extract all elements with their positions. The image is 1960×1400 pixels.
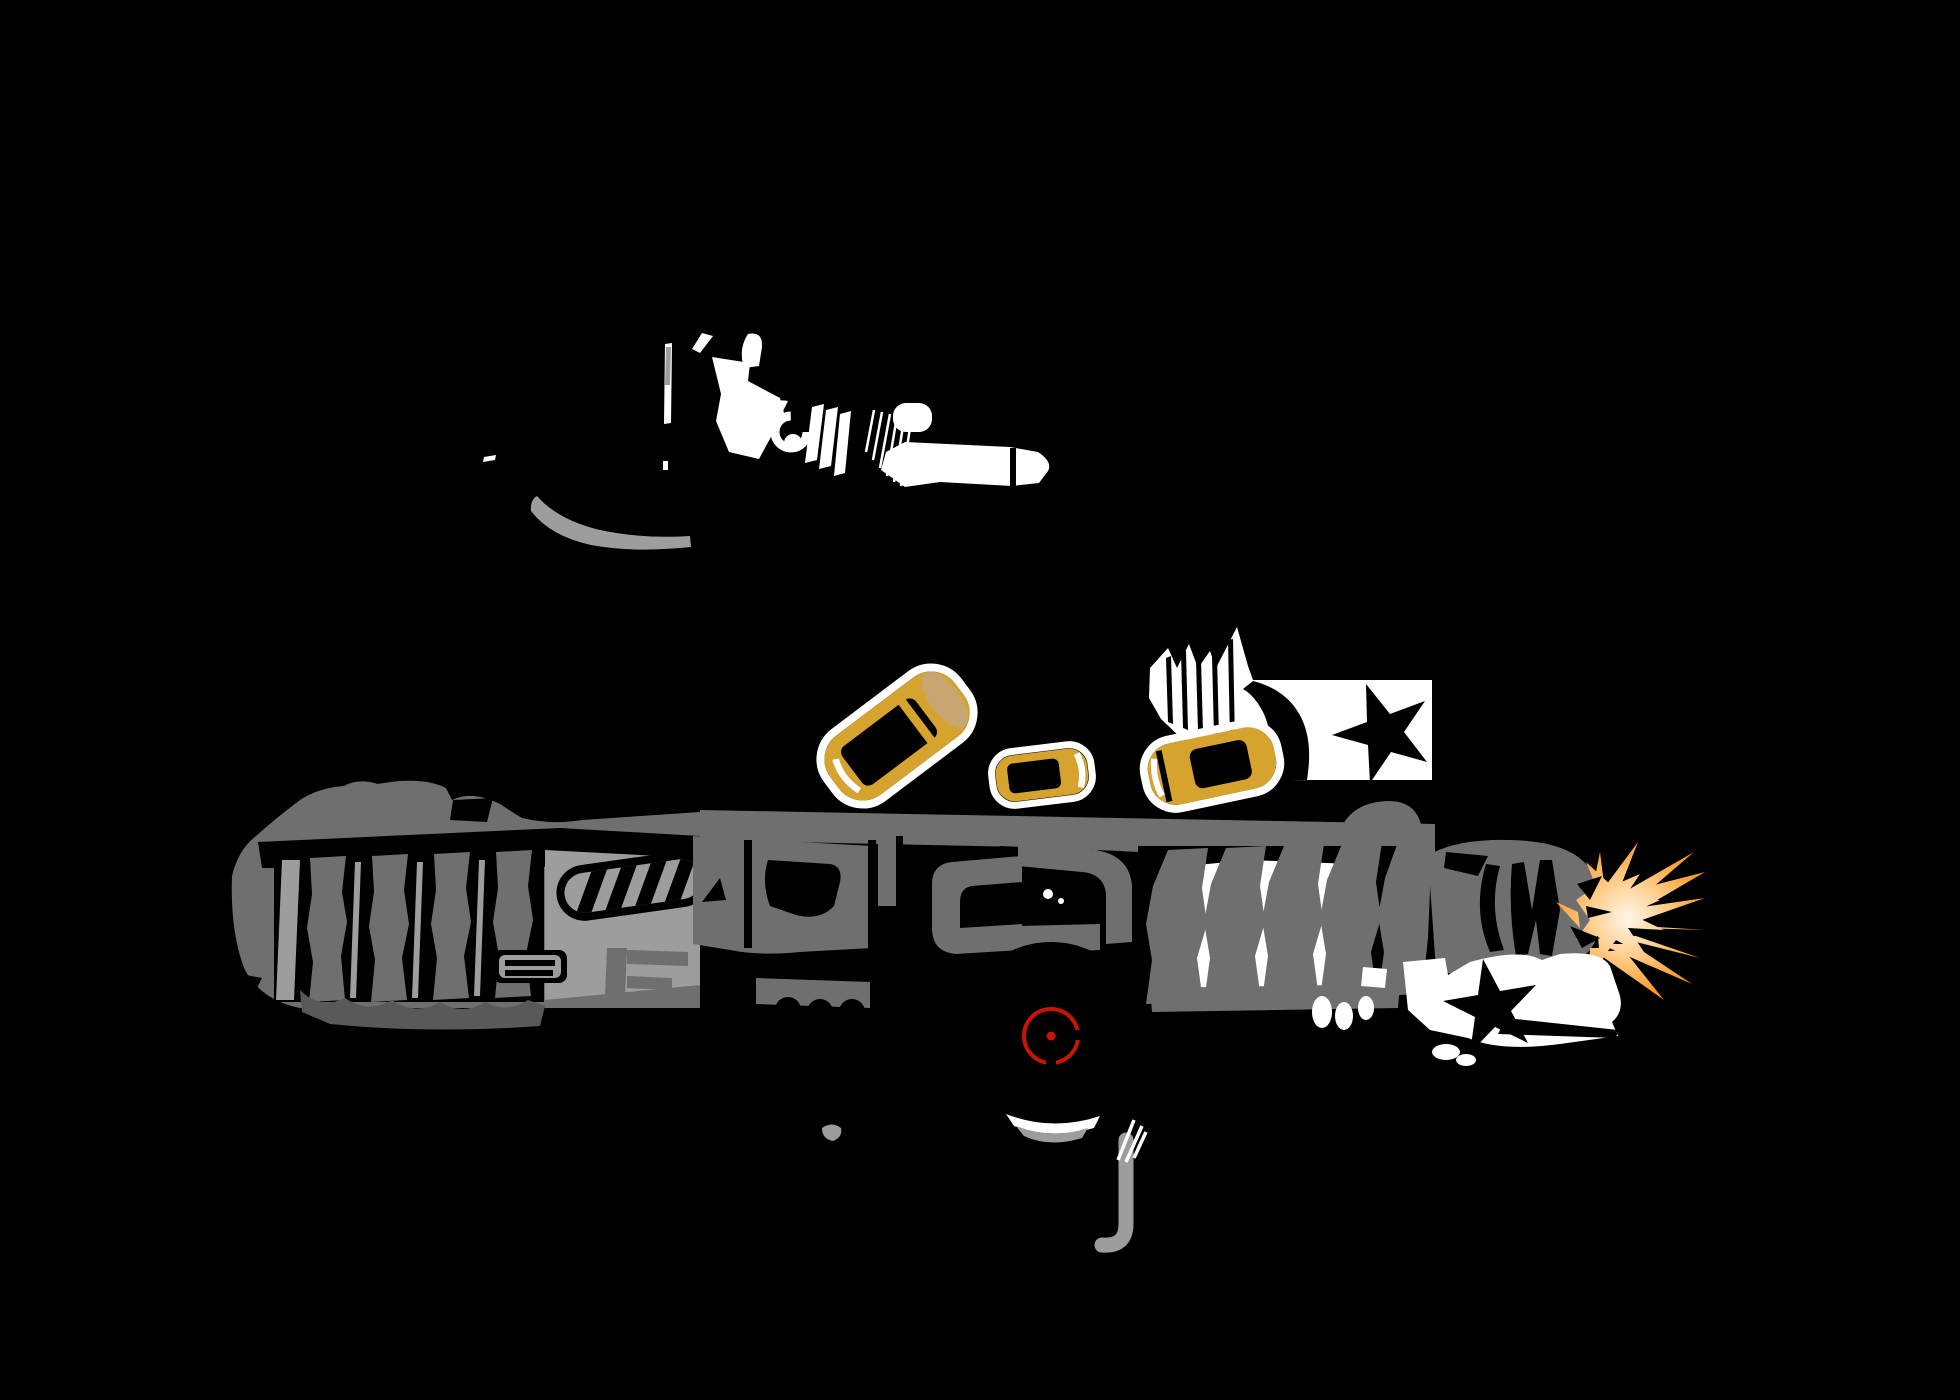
casing-outline [988, 741, 1096, 809]
red-dot-reticle [1022, 1007, 1081, 1066]
reticle-gap [1046, 1057, 1056, 1066]
scope-hatch-marks [1116, 1119, 1148, 1163]
pump-grip-slats [1138, 842, 1432, 1012]
slat-divider [350, 862, 361, 998]
muzzle-flash [1556, 842, 1706, 1000]
flash-jags [1570, 876, 1612, 948]
muzzle-band [1479, 864, 1504, 952]
slat-divider [474, 860, 485, 996]
pump-bottom-strip [1150, 984, 1400, 1012]
casing-ring [1155, 750, 1173, 803]
flash-core [1576, 862, 1664, 962]
black-star-top [1332, 684, 1427, 783]
vent-slat [369, 854, 409, 1002]
highlight-knob [893, 403, 932, 432]
pump-drips [1312, 996, 1374, 1030]
frame-speck [1058, 898, 1064, 904]
flash-spikes [1556, 842, 1706, 1000]
pump-slat [1146, 848, 1208, 1004]
receiver-post [878, 834, 896, 906]
highlight-band [881, 442, 1050, 487]
splash-droplet [1432, 1044, 1460, 1060]
frame-bar [605, 948, 627, 996]
star-trail [1498, 1018, 1618, 1038]
silhouette-highlights [483, 333, 1050, 487]
highlight-stroke [692, 333, 713, 353]
casing-glint [1073, 752, 1086, 788]
casing-outline [816, 663, 978, 809]
forend-frame [1018, 844, 1132, 944]
reticle-gap [1072, 1030, 1081, 1040]
frame-step [627, 950, 688, 966]
receiver-gap [744, 840, 752, 948]
medium-shell-casing [1139, 719, 1285, 813]
highlight-patch [712, 357, 784, 459]
casing-rim-bar [1061, 751, 1075, 793]
large-shell-casing [816, 663, 978, 809]
casing-glint [832, 758, 862, 794]
casing-outline [1139, 719, 1285, 813]
c-frame [932, 856, 1022, 954]
highlight-dash [483, 455, 496, 462]
stock-scallops [300, 990, 545, 1030]
receiver-gap [896, 836, 903, 948]
vent-slat-light [276, 860, 300, 1000]
knuckle-notch [775, 997, 801, 1023]
casing-rim-bar [907, 677, 959, 741]
muzzle-wedge [1444, 852, 1488, 876]
casing-window [1189, 740, 1252, 789]
stylized-shotgun [230, 780, 1603, 1030]
stock-window [450, 798, 493, 822]
highlight-bar-3 [834, 411, 851, 476]
plate-line [505, 960, 555, 966]
receiver-window [764, 860, 841, 917]
plate-line [505, 970, 553, 976]
scope-disc [957, 942, 1145, 1143]
slat-divider [412, 862, 423, 998]
stock-butt-notch [230, 972, 262, 998]
highlight-blob [741, 333, 763, 368]
casing-rim-bar [893, 692, 940, 750]
splash-streaks [1166, 639, 1235, 742]
pump-slat [1262, 844, 1324, 1000]
pump-slat [1320, 842, 1382, 998]
gray-j-hook [1094, 1132, 1134, 1253]
pump-white-chip [1361, 967, 1387, 988]
highlight-dot [663, 461, 668, 470]
rail-hump [1337, 800, 1425, 846]
highlight-sliver-gray [665, 347, 671, 385]
knuckle-notch [807, 999, 833, 1025]
muzzle-w-mark [1510, 860, 1560, 956]
smoke-swoosh [530, 496, 691, 550]
receiver-triangle [702, 878, 726, 902]
highlight-bar-2 [819, 407, 838, 469]
scope-crescent-white [1006, 1114, 1100, 1134]
highlight-bar-1 [805, 404, 824, 463]
comet-star-splash [1403, 953, 1621, 1066]
receiver-gap [868, 840, 876, 950]
casing-glint [1150, 758, 1165, 798]
pump-slat [1204, 846, 1266, 1002]
splash-droplet [1456, 1054, 1476, 1066]
knuckle-notch [839, 999, 865, 1025]
barrel-ring [1394, 854, 1424, 966]
grip-nub [822, 1124, 842, 1141]
small-shell-casing [988, 741, 1096, 809]
casing-mouth [921, 672, 969, 728]
frame-step [627, 976, 672, 990]
hatched-capsule-emblem [556, 851, 710, 921]
scope-crescent-gray [1016, 1126, 1088, 1143]
highlight-ring-core [784, 434, 802, 452]
splash-swoosh [1243, 681, 1310, 780]
highlight-comma [763, 400, 788, 416]
vent-slat [307, 856, 347, 1002]
casing-window [1007, 758, 1062, 794]
vent-slat [431, 852, 471, 1000]
frame-speck [1043, 889, 1053, 899]
highlight-band-gap [1010, 448, 1016, 486]
reticle-dot [1046, 1031, 1056, 1041]
